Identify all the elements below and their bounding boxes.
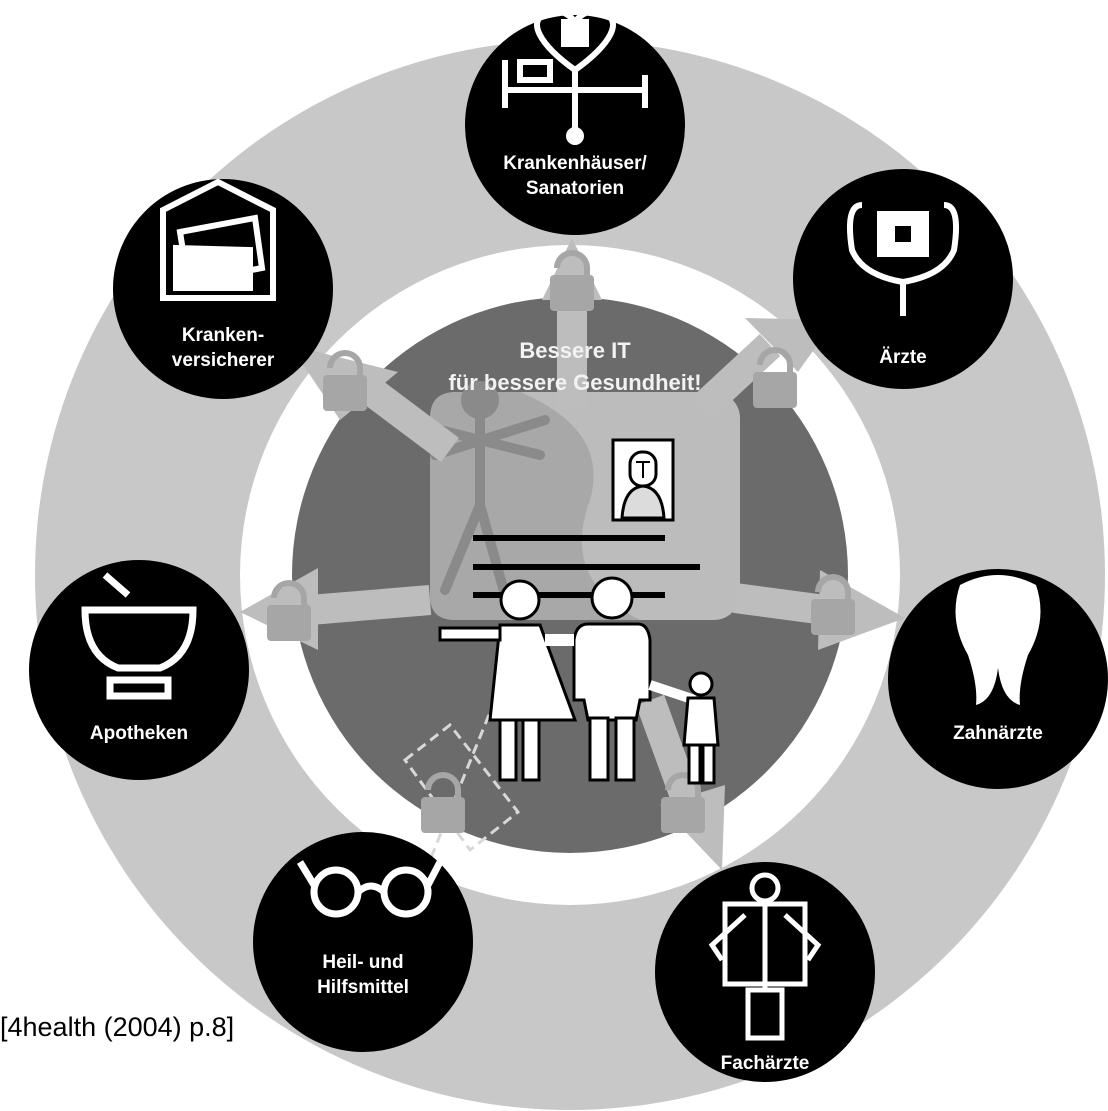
- krankenversicherer-label-line1: Kranken-: [182, 325, 264, 346]
- krankenhaeuser-label-line2: Sanatorien: [526, 178, 624, 199]
- center-slogan-line2: für bessere Gesundheit!: [448, 370, 701, 395]
- node-krankenhaeuser: Krankenhäuser/ Sanatorien: [465, 7, 685, 235]
- krankenhaeuser-label-line1: Krankenhäuser/: [503, 153, 647, 174]
- insurance-folder-icon: [160, 178, 276, 301]
- glasses-icon: [297, 860, 444, 918]
- node-zahnaerzte: Zahnärzte: [888, 569, 1108, 789]
- xray-skeleton-icon: [708, 872, 822, 1041]
- padlock-icon: [323, 350, 367, 411]
- heilmittel-label-line2: Hilfsmittel: [317, 977, 409, 998]
- fachaerzte-label: Fachärzte: [721, 1053, 810, 1074]
- node-heilmittel: Heil- und Hilfsmittel: [253, 832, 473, 1052]
- node-fachaerzte: Fachärzte: [655, 862, 875, 1082]
- padlock-icon: [267, 580, 311, 641]
- hospital-bed-stethoscope-icon: [502, 7, 648, 145]
- aerzte-label: Ärzte: [879, 347, 927, 368]
- padlock-icons: [267, 250, 855, 833]
- node-aerzte: Ärzte: [793, 169, 1013, 389]
- padlock-icon: [550, 250, 594, 311]
- krankenversicherer-label-line2: versicherer: [172, 350, 275, 371]
- tooth-icon: [955, 575, 1041, 705]
- padlock-icon: [661, 772, 705, 833]
- citation-text: [4health (2004) p.8]: [0, 1012, 235, 1042]
- heilmittel-label-line1: Heil- und: [322, 952, 403, 973]
- family-icon: [438, 576, 720, 785]
- node-krankenversicherer: Kranken- versicherer: [113, 178, 333, 399]
- center-slogan-line1: Bessere IT: [519, 338, 631, 363]
- health-card: [430, 381, 740, 620]
- node-apotheken: Apotheken: [29, 560, 249, 780]
- portrait-photo-icon: [611, 438, 675, 522]
- apotheken-label: Apotheken: [90, 723, 188, 744]
- zahnaerzte-label: Zahnärzte: [953, 723, 1043, 744]
- padlock-icon: [753, 347, 797, 408]
- padlock-icon: [421, 772, 465, 833]
- vitruvian-figure-icon: [430, 381, 550, 600]
- mortar-pestle-icon: [81, 572, 197, 700]
- padlock-icon: [811, 574, 855, 635]
- doctor-bag-icon: [847, 202, 959, 316]
